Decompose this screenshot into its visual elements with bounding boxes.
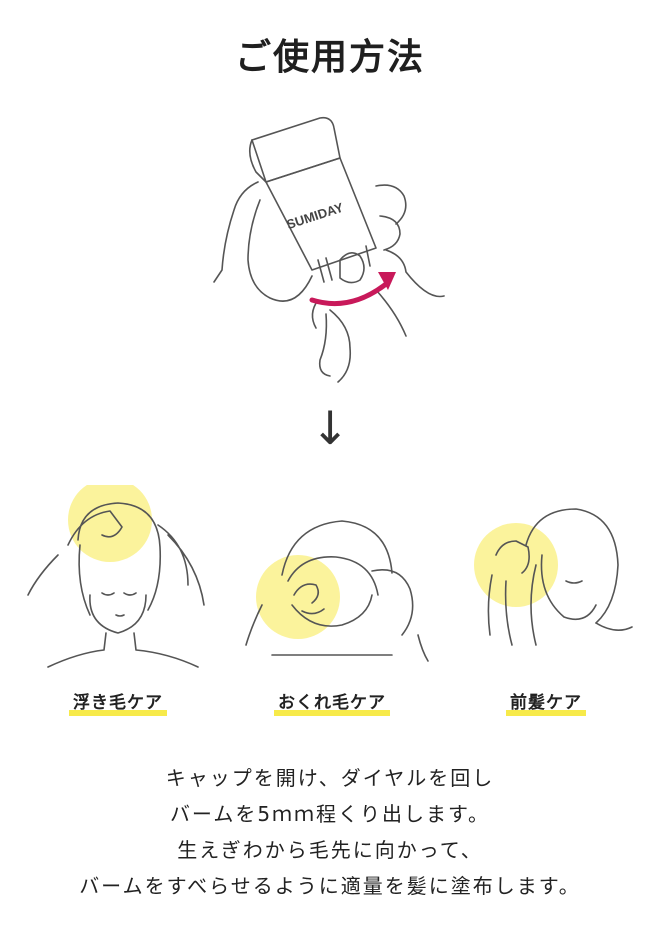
- brand-logo: SUMIDAY: [285, 200, 346, 233]
- bangs-care-illustration: [474, 508, 633, 646]
- head-top-care-illustration: [27, 478, 205, 668]
- usage-description: キャップを開け、ダイヤルを回し バームを5ｍｍ程くり出します。 生えぎわから毛先…: [0, 760, 660, 904]
- step-bangs: [446, 485, 646, 685]
- step-head-top: [18, 478, 218, 685]
- nape-care-illustration: [245, 520, 429, 662]
- description-line: バームをすべらせるように適量を髪に塗布します。: [79, 874, 581, 898]
- step-label-nape: おくれ毛ケア: [232, 688, 432, 716]
- stick-dial-illustration: SUMIDAY: [213, 116, 445, 383]
- down-arrow-icon: ↓: [310, 401, 350, 455]
- step-nape: [232, 485, 432, 685]
- page-title: ご使用方法: [234, 37, 425, 78]
- description-line: キャップを開け、ダイヤルを回し: [165, 766, 495, 790]
- step-label-head-top: 浮き毛ケア: [18, 688, 218, 716]
- step-label-bangs: 前髪ケア: [446, 688, 646, 716]
- description-line: バームを5ｍｍ程くり出します。: [169, 802, 491, 826]
- description-line: 生えぎわから毛先に向かって、: [177, 838, 483, 862]
